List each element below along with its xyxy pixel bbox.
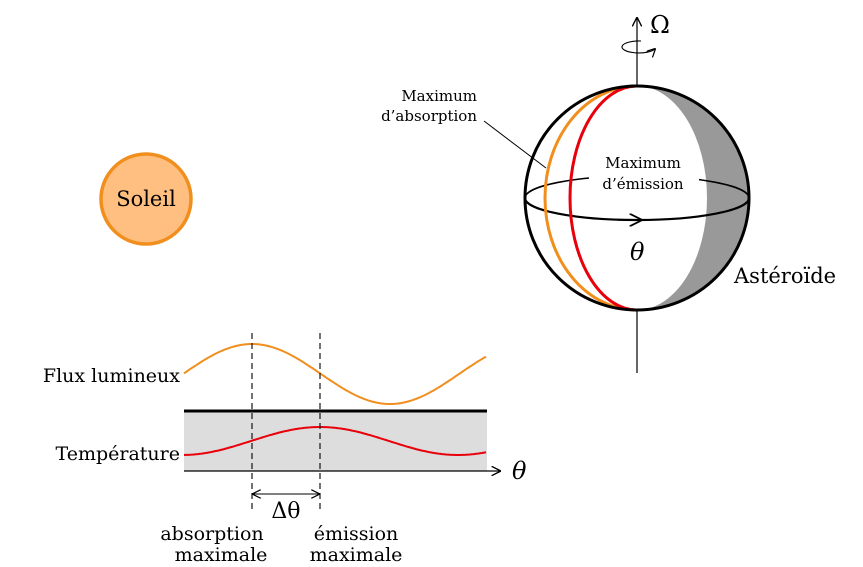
temperature-label: Température (56, 443, 180, 465)
absorption-caption-line-1: absorption (160, 523, 263, 545)
emission-label-line-2: d’émission (602, 175, 683, 193)
rotation-indicator-arc (622, 41, 655, 53)
theta-label: θ (630, 238, 645, 266)
absorption-label-line-1: Maximum (401, 87, 477, 105)
temperature-band (184, 411, 487, 471)
theta-axis-label: θ (512, 457, 527, 485)
absorption-label-line-2: d’absorption (381, 107, 477, 125)
asteroid-label: Astéroïde (733, 264, 836, 288)
emission-caption-line-1: émission (314, 523, 399, 545)
flux-label: Flux lumineux (43, 365, 180, 387)
absorption-callout-line (484, 121, 546, 168)
delta-theta-label: Δθ (271, 499, 300, 524)
emission-caption-line-2: maximale (310, 544, 403, 566)
sun-label: Soleil (116, 187, 176, 211)
sun: Soleil (101, 154, 191, 244)
absorption-caption-line-2: maximale (175, 544, 268, 566)
emission-label-line-1: Maximum (605, 154, 681, 172)
flux-temperature-graph: θ Δθ Flux lumineux Température absorptio… (43, 333, 527, 566)
rotation-symbol: Ω (650, 11, 670, 39)
flux-curve (184, 344, 486, 404)
asteroid: Ω θ Maximum d’absorption Maximum d’émiss… (381, 11, 836, 373)
